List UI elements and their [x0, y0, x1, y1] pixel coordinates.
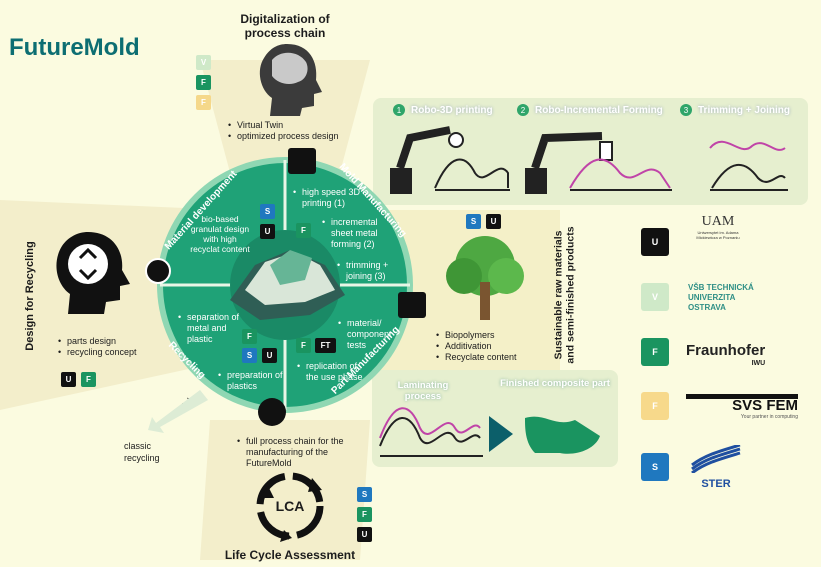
- ster-name: STER: [701, 478, 731, 490]
- recycling-item: preparation of plastics: [218, 370, 283, 392]
- digitalization-heading: Digitalization of process chain: [220, 12, 350, 40]
- mold-icon: [288, 148, 316, 174]
- partner-tag-s: S: [466, 214, 481, 229]
- partner-tag-s: S: [357, 487, 372, 502]
- svs-fem-subtitle: Your partner in computing: [740, 414, 798, 420]
- materials-item: Recyclate content: [436, 352, 546, 363]
- process-step-3: 3 Trimming + Joining: [680, 104, 790, 116]
- lca-list: full process chain for the manufacturing…: [237, 436, 372, 469]
- part-item: replication of the use phase: [297, 361, 367, 383]
- partner-tag-f-yellow: F: [641, 392, 669, 420]
- mold-item: high speed 3D printing (1): [293, 187, 388, 209]
- finished-part-label: Finished composite part: [500, 378, 610, 389]
- materials-item: Additivation: [436, 341, 546, 352]
- fraunhofer-name: Fraunhofer: [686, 342, 766, 359]
- heading-line: Digitalization of: [240, 12, 330, 26]
- fraunhofer-subtitle: IWU: [751, 360, 766, 367]
- heading-line: process chain: [244, 26, 326, 40]
- step-label: Robo-Incremental Forming: [535, 104, 663, 116]
- page-title: FutureMold: [9, 34, 140, 61]
- ster-waves-icon: [691, 443, 741, 475]
- part-manufacturing-list-2: replication of the use phase: [297, 361, 367, 383]
- uam-name: UAM: [701, 214, 735, 229]
- partner-tag-u: U: [641, 228, 669, 256]
- partner-tag-u: U: [357, 527, 372, 542]
- mold-item: trimming + joining (3): [337, 260, 402, 282]
- partner-tag-s: S: [260, 204, 275, 219]
- brain-head-icon: [259, 44, 322, 116]
- step-label: Robo-3D printing: [411, 104, 493, 116]
- laminating-illustration: [379, 407, 600, 457]
- partner-tag-f: F: [296, 223, 311, 238]
- uam-subtitle: Uniwersytet im. Adama Mickiewicza w Pozn…: [696, 230, 740, 240]
- lca-icon-label: LCA: [275, 498, 305, 514]
- partner-tag-ft: FT: [315, 338, 336, 353]
- mold-manufacturing-list-2: incremental sheet metal forming (2): [322, 217, 400, 250]
- design-item: parts design: [58, 336, 178, 347]
- design-list: parts design recycling concept: [58, 336, 178, 358]
- partner-tag-u: U: [486, 214, 501, 229]
- process-step-2: 2 Robo-Incremental Forming: [517, 104, 663, 116]
- mold-manufacturing-list-3: trimming + joining (3): [337, 260, 402, 282]
- design-for-recycling-heading: Design for Recycling: [24, 241, 36, 351]
- mold-item: incremental sheet metal forming (2): [322, 217, 400, 250]
- design-item: recycling concept: [58, 347, 178, 358]
- materials-item: Biopolymers: [436, 330, 546, 341]
- svs-fem-name: SVS FEM: [732, 397, 798, 414]
- partner-tag-f: F: [242, 329, 257, 344]
- step-number: 1: [393, 104, 405, 116]
- part-item: material/ component tests: [338, 318, 408, 351]
- material-development-text: bio-based granulat design with high recy…: [190, 214, 250, 254]
- recycling-list-2: preparation of plastics: [218, 370, 283, 392]
- recycling-item: separation of metal and plastic: [178, 312, 246, 345]
- ster-logo: STER: [690, 443, 742, 490]
- heading-line: and semi-finished products: [564, 226, 577, 364]
- partner-tag-f: F: [81, 372, 96, 387]
- partner-tag-f: F: [357, 507, 372, 522]
- chart-icon: [398, 292, 426, 318]
- digitalization-item: optimized process design: [228, 131, 368, 142]
- lca-recycle-icon: [256, 472, 324, 542]
- fraunhofer-logo: Fraunhofer IWU: [686, 342, 765, 367]
- classic-recycling-label: classic recycling: [124, 441, 160, 463]
- materials-heading: Sustainable raw materials and semi-finis…: [553, 213, 577, 378]
- lca-item: full process chain for the manufacturing…: [237, 436, 372, 469]
- partner-tag-f: F: [296, 338, 311, 353]
- partner-tag-u: U: [260, 224, 275, 239]
- part-manufacturing-list: material/ component tests: [338, 318, 408, 351]
- partner-tag-v: V: [641, 283, 669, 311]
- svs-fem-bar: [686, 394, 798, 399]
- partner-tag-f: F: [641, 338, 669, 366]
- mold-manufacturing-list: high speed 3D printing (1): [293, 187, 388, 209]
- step-number: 3: [680, 104, 692, 116]
- partner-tag-s: S: [242, 348, 257, 363]
- recycling-list: separation of metal and plastic: [178, 312, 246, 345]
- digitalization-list: Virtual Twin optimized process design: [228, 120, 368, 142]
- partner-tag-v: V: [196, 55, 211, 70]
- svs-fem-logo: SVS FEM Your partner in computing: [686, 394, 798, 420]
- metal-arrow: [148, 390, 208, 433]
- step-number: 2: [517, 104, 529, 116]
- lca-heading: Life Cycle Assessment: [224, 548, 356, 562]
- tree-icon: [446, 236, 524, 320]
- partner-tag-s: S: [641, 453, 669, 481]
- partner-tag-u: U: [262, 348, 277, 363]
- materials-list: Biopolymers Additivation Recyclate conte…: [436, 330, 546, 363]
- digitalization-item: Virtual Twin: [228, 120, 368, 131]
- robot-process-illustration: [390, 126, 788, 194]
- partner-tag-f: F: [196, 95, 211, 110]
- gears-icon: [258, 398, 286, 426]
- laminating-label: Laminating process: [397, 380, 449, 402]
- partner-tag-u: U: [61, 372, 76, 387]
- uam-logo: UAM Uniwersytet im. Adama Mickiewicza w …: [694, 214, 742, 240]
- vsb-logo: VŠB TECHNICKÁ UNIVERZITA OSTRAVA: [688, 283, 754, 312]
- gauge-icon: [145, 258, 171, 284]
- step-label: Trimming + Joining: [698, 104, 790, 116]
- process-step-1: 1 Robo-3D printing: [393, 104, 493, 116]
- partner-tag-f: F: [196, 75, 211, 90]
- heading-line: Sustainable raw materials: [552, 230, 565, 360]
- recycle-head-icon: [56, 232, 130, 314]
